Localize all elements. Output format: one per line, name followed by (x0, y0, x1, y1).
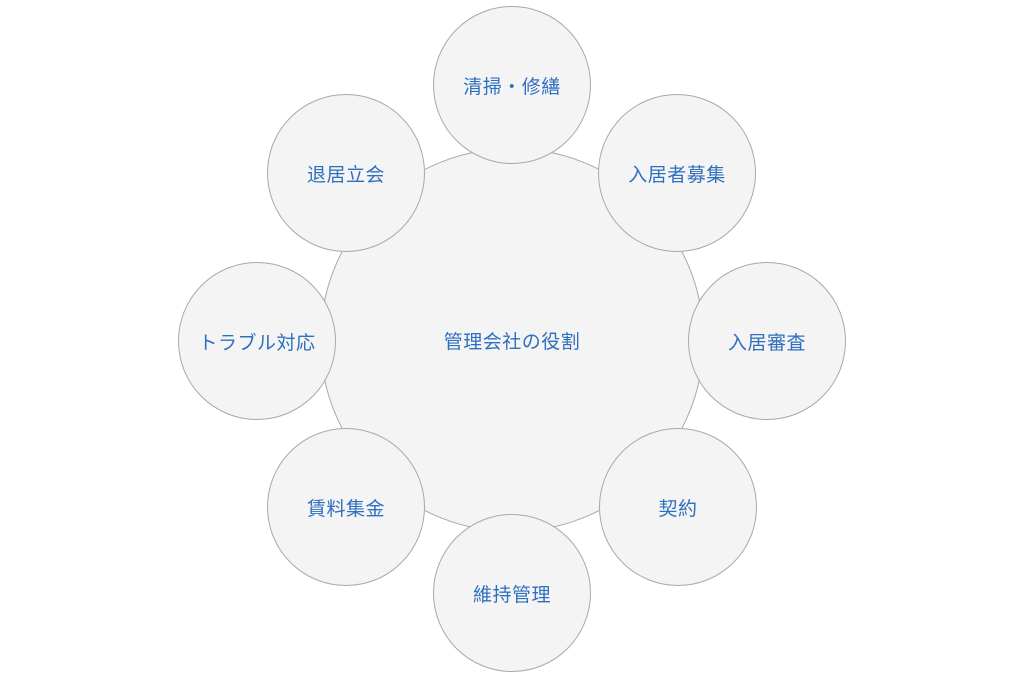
node-contract: 契約 (599, 428, 757, 586)
node-label: トラブル対応 (198, 331, 316, 354)
node-cleaning-repair: 清掃・修繕 (433, 6, 591, 164)
node-tenant-screening: 入居審査 (688, 262, 846, 420)
node-rent-collection: 賃料集金 (267, 428, 425, 586)
node-label: 維持管理 (472, 583, 551, 606)
center-node-label: 管理会社の役割 (443, 330, 581, 353)
node-label: 清掃・修繕 (463, 75, 561, 98)
node-label: 退居立会 (306, 163, 385, 186)
node-label: 入居者募集 (628, 163, 726, 186)
node-maintenance: 維持管理 (433, 514, 591, 672)
node-label: 入居審査 (727, 331, 806, 354)
node-label: 賃料集金 (306, 497, 385, 520)
node-tenant-recruitment: 入居者募集 (598, 94, 756, 252)
node-label: 契約 (658, 497, 698, 520)
node-move-out-inspection: 退居立会 (267, 94, 425, 252)
node-trouble-handling: トラブル対応 (178, 262, 336, 420)
